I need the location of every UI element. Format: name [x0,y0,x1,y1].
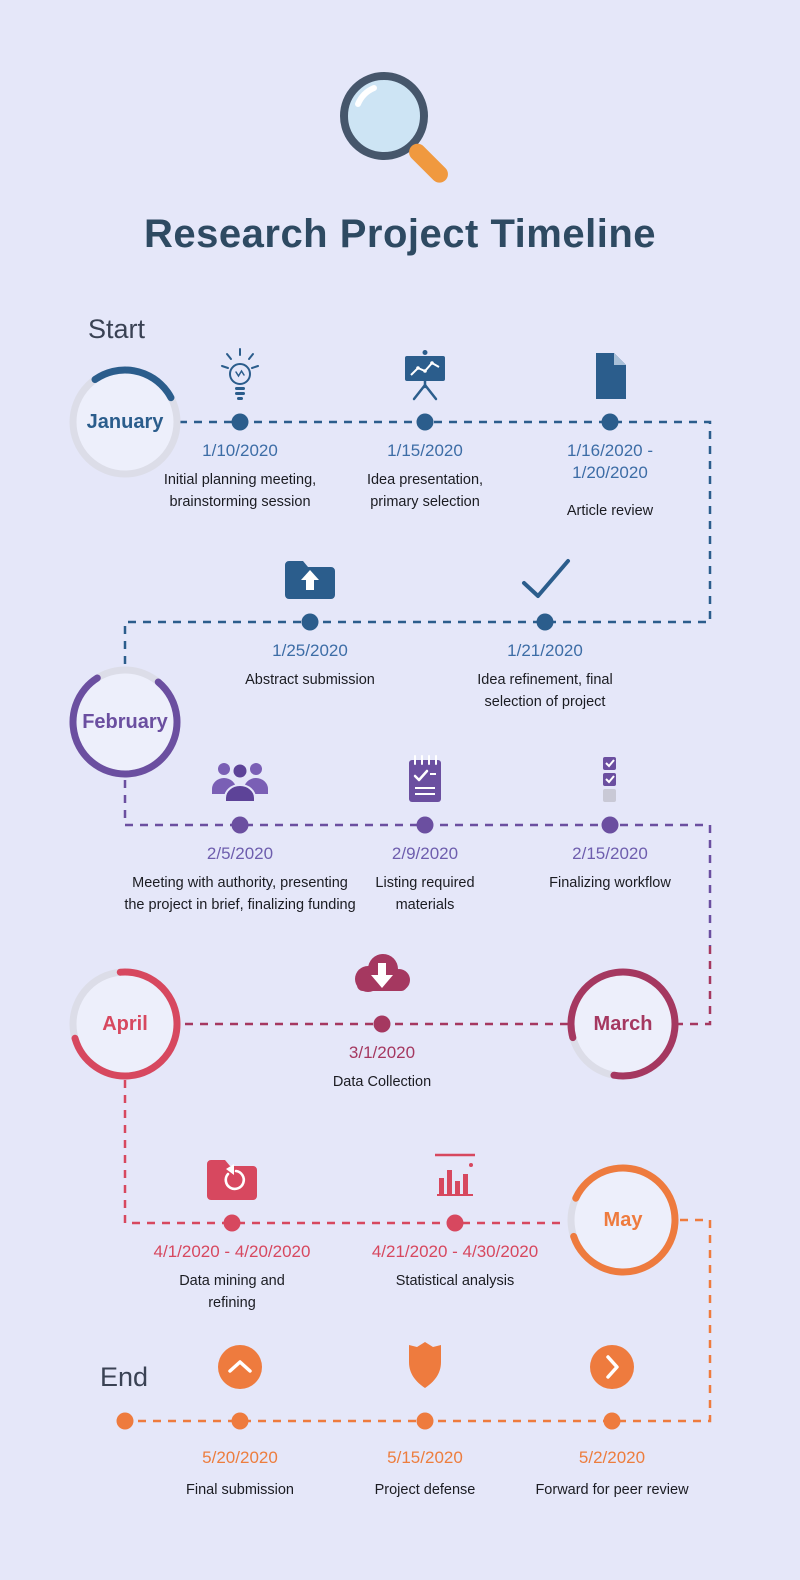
milestone-date: 4/21/2020 - 4/30/2020 [371,1242,539,1261]
month-circle-march: March [565,966,681,1082]
shield-icon [403,1340,447,1395]
february-progress-ring [69,666,181,778]
timeline-dot [601,413,619,431]
milestone-date: 1/15/2020 [387,441,463,460]
timeline-dot [416,816,434,834]
timeline-dot [416,1412,434,1430]
milestone-desc: Forward for peer review [535,1482,689,1498]
milestone-date: 1/25/2020 [272,641,348,660]
milestone-desc: Article review [566,503,654,519]
month-label-january: January [86,410,164,433]
checkmark-icon [516,557,574,606]
chevron-up-circle-icon [217,1344,263,1395]
month-label-february: February [82,710,168,733]
milestone-date: 5/20/2020 [202,1448,278,1467]
timeline-dot [536,613,554,631]
milestone-desc: Project defense [374,1482,476,1498]
timeline-dot [373,1015,391,1033]
month-label-march: March [593,1012,653,1035]
timeline-dot [223,1214,241,1232]
milestone-desc: Statistical analysis [395,1273,515,1289]
milestone-desc: Abstract submission [245,672,375,688]
bar-chart-icon [431,1150,479,1207]
milestone-date: 1/16/2020 - 1/20/2020 [566,441,653,483]
presentation-chart-icon [400,349,450,406]
milestone-date: 2/9/2020 [391,844,459,863]
milestone-desc: Meeting with authority, presenting the p… [124,875,356,914]
month-circle-february: February [67,664,183,780]
lightbulb-icon [218,347,262,406]
milestone-desc: Listing required materials [375,875,475,914]
month-circle-may: May [565,1162,681,1278]
milestone-desc: Data Collection [332,1074,432,1090]
timeline-dot [231,1412,249,1430]
milestone-desc: Idea presentation, primary selection [366,472,484,511]
timeline-dot [231,413,249,431]
milestone-date: 4/1/2020 - 4/20/2020 [153,1242,311,1261]
milestone-date: 5/2/2020 [578,1448,646,1467]
timeline-dot [601,816,619,834]
timeline-dot [301,613,319,631]
month-circle-january: January [67,364,183,480]
connector-red [123,1080,565,1225]
milestone-date: 1/10/2020 [202,441,278,460]
milestone-date: 2/15/2020 [572,844,648,863]
folder-upload-icon [283,557,337,606]
milestone-date: 3/1/2020 [348,1043,416,1062]
timeline-dot [416,413,434,431]
timeline-dot [603,1412,621,1430]
milestone-date: 2/5/2020 [206,844,274,863]
milestone-desc: Finalizing workflow [549,875,671,891]
timeline-end-dot [116,1412,134,1430]
month-label-april: April [102,1012,148,1035]
folder-restore-icon [205,1156,259,1207]
month-circle-april: April [67,966,183,1082]
milestone-desc: Data mining and refining [179,1273,285,1312]
people-icon [209,758,271,809]
chevron-right-circle-icon [589,1344,635,1395]
timeline-dot [231,816,249,834]
page-title: Research Project Timeline [144,212,656,256]
start-label: Start [88,314,146,344]
document-icon [590,351,630,406]
notepad-check-icon [405,754,445,809]
magnifying-glass-icon [322,60,462,205]
april-progress-ring [69,968,181,1080]
milestone-date: 1/21/2020 [507,641,583,660]
milestone-desc: Final submission [186,1482,294,1498]
checklist-icon [600,756,620,809]
end-label: End [100,1362,149,1392]
timeline-dot [446,1214,464,1232]
cloud-download-icon [348,949,416,1008]
milestone-desc: Initial planning meeting, brainstorming … [163,472,317,511]
milestone-date: 5/15/2020 [387,1448,463,1467]
milestone-desc: Idea refinement, final selection of proj… [477,672,613,711]
month-label-may: May [603,1208,643,1231]
